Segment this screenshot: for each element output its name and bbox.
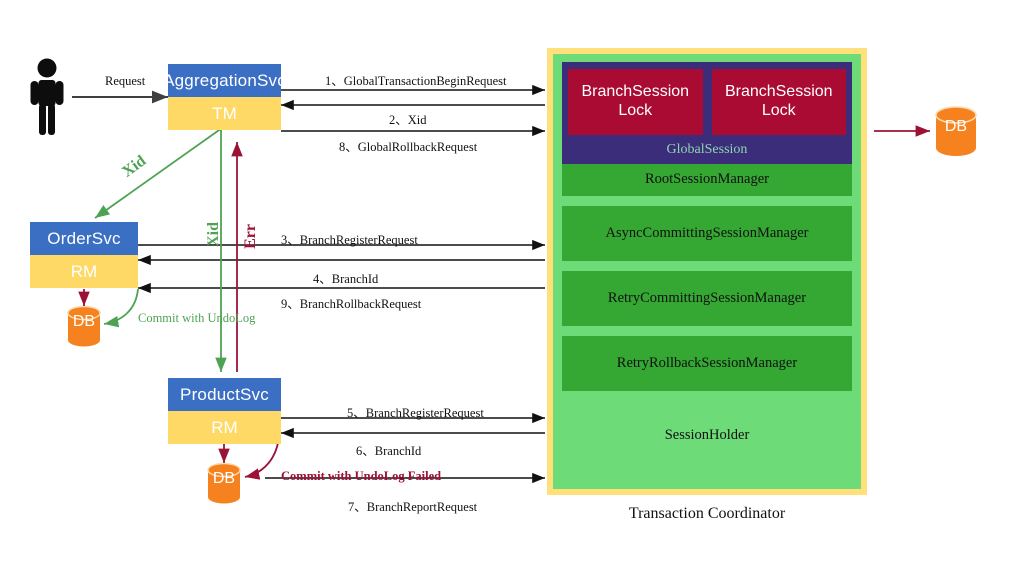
product-db-icon — [207, 462, 241, 504]
msg-seq-7: 7、 — [348, 500, 367, 514]
msg-text-6: BranchId — [374, 444, 422, 458]
service-productsvc[interactable]: ProductSvc RM — [168, 378, 281, 444]
msg-text-7: BranchReportRequest — [366, 500, 478, 514]
manager-asynccommittingsessionmanager[interactable]: AsyncCommittingSessionManager — [562, 205, 852, 261]
session-holder-container: BranchSession Lock BranchSession Lock Gl… — [553, 54, 861, 489]
branch-session-row: BranchSession Lock BranchSession Lock — [568, 69, 846, 135]
msg-text-2: Xid — [407, 113, 427, 127]
retrycommittingsessionmanager-label: RetryCommittingSessionManager — [607, 289, 807, 306]
product-commit-label: Commit with UndoLog Failed — [281, 469, 442, 483]
spacer-3 — [562, 326, 852, 336]
transaction-coordinator-panel[interactable]: BranchSession Lock BranchSession Lock Gl… — [547, 48, 867, 495]
manager-rootsessionmanager[interactable]: BranchSession Lock BranchSession Lock Gl… — [562, 62, 852, 196]
service-aggregationsvc[interactable]: AggregationSvc TM — [163, 64, 286, 130]
msg-label-5: 5、BranchRegisterRequest — [347, 402, 484, 421]
request-label: Request — [105, 74, 146, 88]
global-session-label: GlobalSession — [666, 141, 748, 157]
msg-text-9: BranchRollbackRequest — [299, 297, 422, 311]
transaction-coordinator-caption: Transaction Coordinator — [628, 505, 786, 522]
tc-db-label: DB — [944, 118, 968, 135]
person-icon — [30, 58, 64, 135]
msg-label-1: 1、GlobalTransactionBeginRequest — [325, 70, 506, 89]
msg-label-6: 6、BranchId — [356, 440, 421, 459]
branch-session-1-line2: Lock — [618, 101, 653, 119]
product-db-label: DB — [212, 470, 236, 487]
productsvc-title: ProductSvc — [168, 378, 281, 411]
msg-seq-3: 3、 — [281, 233, 300, 247]
xid-diagonal-arrow — [94, 127, 223, 219]
xid-vertical-label: Xid — [205, 222, 222, 247]
session-holder-label: SessionHolder — [664, 427, 750, 444]
msg-seq-6: 6、 — [356, 444, 375, 458]
branch-session-2-line2: Lock — [761, 101, 796, 119]
ordersvc-role: RM — [30, 255, 138, 288]
msg-text-4: BranchId — [331, 272, 379, 286]
spacer-2 — [562, 261, 852, 271]
ordersvc-title: OrderSvc — [30, 222, 138, 255]
rootsessionmanager-label: RootSessionManager — [644, 170, 770, 187]
msg-label-7: 7、BranchReportRequest — [348, 496, 477, 515]
branch-session-lock-1[interactable]: BranchSession Lock — [568, 69, 703, 135]
msg-text-8: GlobalRollbackRequest — [357, 140, 478, 154]
msg-label-2: 2、Xid — [389, 109, 427, 128]
aggregationsvc-role: TM — [168, 97, 281, 130]
msg-seq-8: 8、 — [339, 140, 358, 154]
order-commit-arrow — [103, 288, 139, 328]
aggregationsvc-title: AggregationSvc — [163, 64, 286, 97]
order-db-label: DB — [72, 313, 96, 330]
spacer-1 — [562, 196, 852, 206]
retryrollbacksessionmanager-label: RetryRollbackSessionManager — [616, 354, 798, 371]
msg-seq-9: 9、 — [281, 297, 300, 311]
msg-seq-2: 2、 — [389, 113, 408, 127]
branch-session-2-line1: BranchSession — [724, 83, 833, 100]
msg-seq-4: 4、 — [313, 272, 332, 286]
msg-seq-1: 1、 — [325, 74, 344, 88]
manager-retryrollbacksessionmanager[interactable]: RetryRollbackSessionManager — [562, 335, 852, 391]
order-commit-label: Commit with UndoLog — [138, 311, 256, 325]
msg-text-3: BranchRegisterRequest — [299, 233, 418, 247]
msg-text-5: BranchRegisterRequest — [365, 406, 484, 420]
asynccommittingsessionmanager-label: AsyncCommittingSessionManager — [605, 224, 809, 241]
service-ordersvc[interactable]: OrderSvc RM — [30, 222, 138, 288]
msg-label-8: 8、GlobalRollbackRequest — [339, 136, 477, 155]
order-db-icon — [67, 305, 101, 347]
err-vertical-label: Err — [242, 224, 259, 249]
msg-label-4: 4、BranchId — [313, 268, 378, 287]
msg-label-3: 3、BranchRegisterRequest — [281, 229, 418, 248]
manager-retrycommittingsessionmanager[interactable]: RetryCommittingSessionManager — [562, 270, 852, 326]
msg-label-9: 9、BranchRollbackRequest — [281, 293, 421, 312]
msg-seq-5: 5、 — [347, 406, 366, 420]
branch-session-lock-2[interactable]: BranchSession Lock — [711, 69, 846, 135]
branch-session-1-line1: BranchSession — [581, 83, 690, 100]
productsvc-role: RM — [168, 411, 281, 444]
msg-text-1: GlobalTransactionBeginRequest — [343, 74, 507, 88]
tc-db-icon — [935, 106, 977, 156]
global-session-box[interactable]: BranchSession Lock BranchSession Lock Gl… — [562, 62, 852, 164]
